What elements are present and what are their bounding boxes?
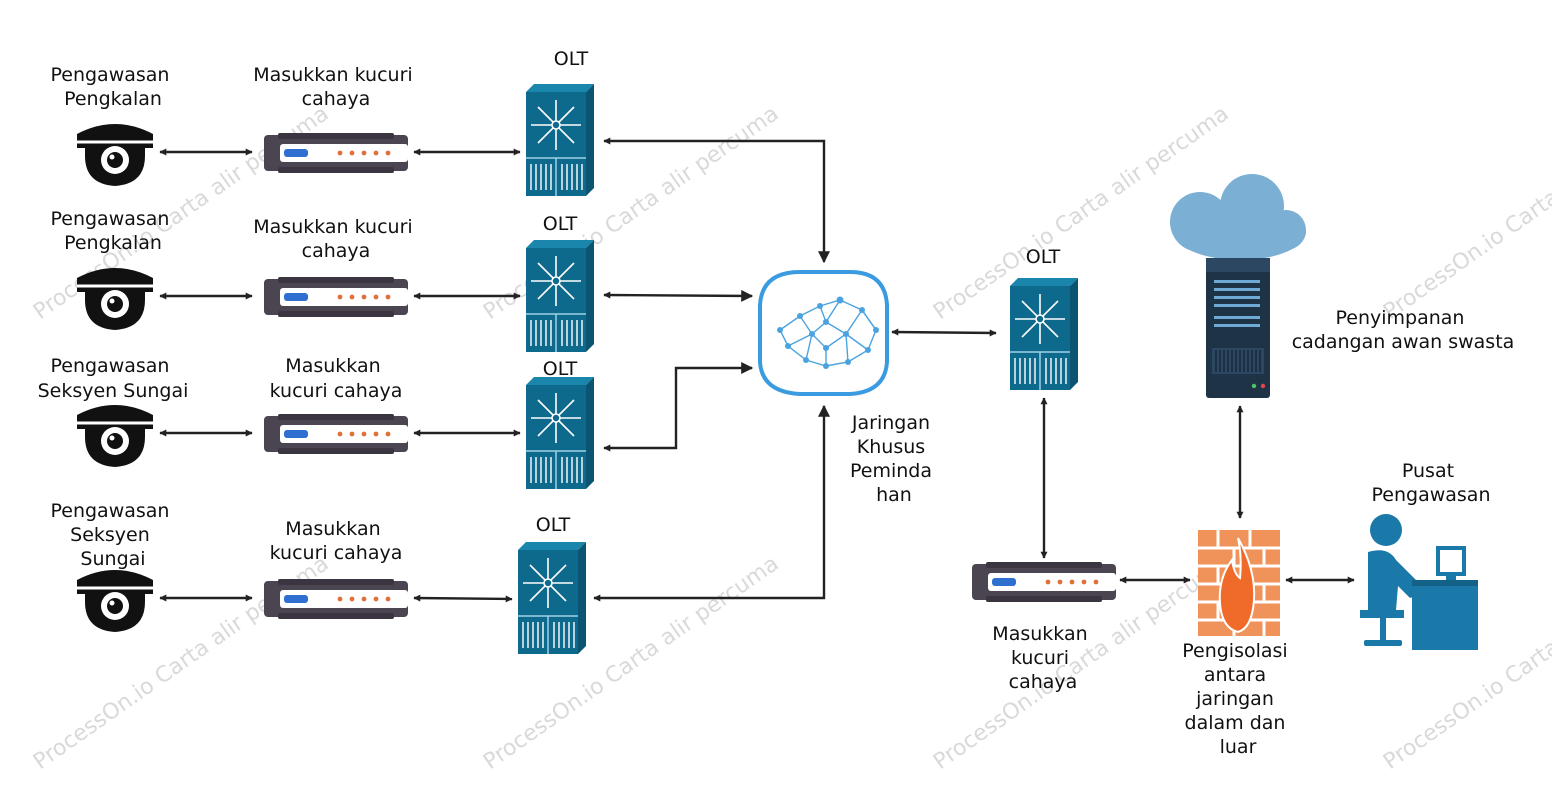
connector bbox=[603, 289, 754, 302]
watermarks: ProcessOn.io Carta alir percuma ProcessO… bbox=[29, 101, 1552, 775]
connectors bbox=[159, 137, 1355, 603]
connector bbox=[603, 362, 754, 452]
olt-switch-icon bbox=[525, 376, 595, 490]
server-icon bbox=[1206, 258, 1270, 398]
modem-label: Masukkan kucuri cahaya bbox=[270, 518, 403, 564]
connector bbox=[593, 404, 830, 602]
watermark: ProcessOn.io Carta alir percuma bbox=[479, 101, 783, 325]
modem-label: Masukkan kucuri cahaya bbox=[270, 355, 403, 402]
connector bbox=[413, 594, 513, 603]
olt-label: OLT bbox=[543, 358, 578, 380]
olt-label: OLT bbox=[554, 48, 589, 70]
camera-label: Pengawasan Seksyen Sungai bbox=[50, 500, 175, 570]
network-mesh-icon bbox=[758, 270, 889, 396]
modem-icon bbox=[264, 579, 408, 619]
watermark: ProcessOn.io Carta alir percuma bbox=[1379, 101, 1552, 325]
modem-icon bbox=[972, 562, 1116, 602]
camera-label: Pengawasan Seksyen Sungai bbox=[38, 355, 189, 402]
olt-label: OLT bbox=[536, 514, 571, 536]
modem-icon bbox=[264, 133, 408, 173]
olt-label: OLT bbox=[543, 213, 578, 235]
olt-switch-icon bbox=[525, 83, 595, 197]
connector bbox=[603, 137, 830, 264]
modem-icon bbox=[264, 414, 408, 454]
camera-label: Pengawasan Pengkalan bbox=[50, 64, 175, 110]
firewall-icon bbox=[1198, 530, 1280, 636]
network-label: Jaringan Khusus Peminda han bbox=[850, 412, 938, 506]
cloud-icon bbox=[1170, 174, 1306, 260]
olt-switch-icon bbox=[517, 541, 587, 655]
camera-icon bbox=[75, 266, 155, 332]
connector bbox=[891, 328, 997, 337]
labels: Pengawasan Pengkalan Pengawasan Pengkala… bbox=[38, 48, 1515, 758]
modem-label: Masukkan kucuri cahaya bbox=[253, 216, 418, 262]
camera-icon bbox=[75, 568, 155, 634]
modem-icon bbox=[264, 277, 408, 317]
monitoring-center-label: Pusat Pengawasan bbox=[1372, 460, 1491, 506]
olt-switch-icon bbox=[525, 239, 595, 353]
modem-label: Masukkan kucuri cahaya bbox=[992, 623, 1093, 693]
firewall-label: Pengisolasi antara jaringan dalam dan lu… bbox=[1182, 640, 1294, 758]
camera-icon bbox=[75, 122, 155, 188]
olt-switch-icon bbox=[1009, 277, 1079, 391]
workstation-icon bbox=[1360, 514, 1478, 650]
olt-label: OLT bbox=[1026, 246, 1061, 268]
cloud-storage-label: Penyimpanan cadangan awan swasta bbox=[1292, 307, 1515, 353]
camera-label: Pengawasan Pengkalan bbox=[50, 208, 175, 254]
camera-icon bbox=[75, 403, 155, 469]
modem-label: Masukkan kucuri cahaya bbox=[253, 64, 418, 110]
